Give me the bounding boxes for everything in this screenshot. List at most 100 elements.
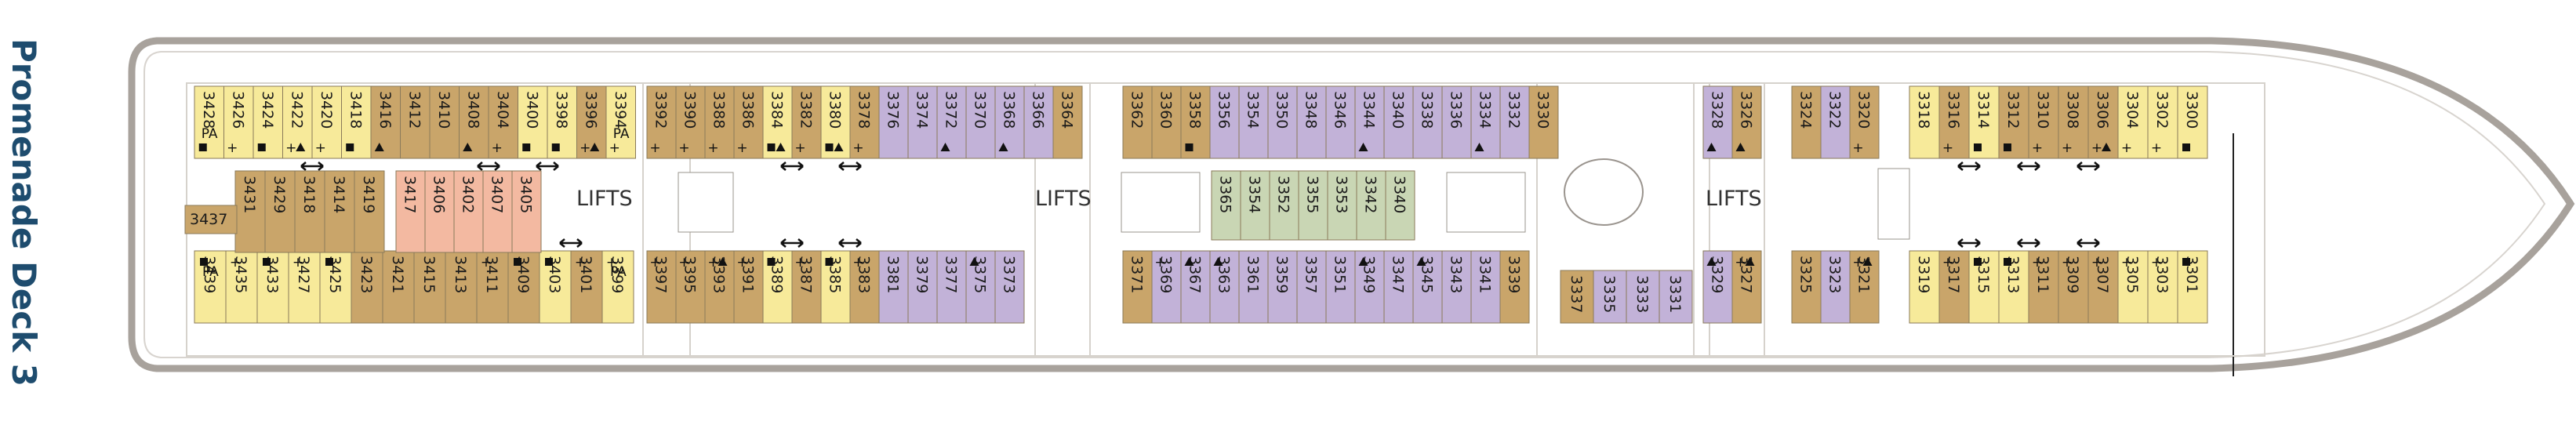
cabin-3332[interactable]: 3332 bbox=[1499, 85, 1530, 159]
cabin-3394[interactable]: 3394+PA bbox=[605, 85, 636, 159]
cabin-3322[interactable]: 3322 bbox=[1820, 85, 1851, 159]
cabin-3377[interactable]: 3377 bbox=[936, 250, 967, 324]
cabin-3437[interactable]: 3437 bbox=[184, 205, 238, 234]
cabin-3372[interactable]: 3372 bbox=[936, 85, 967, 159]
cabin-3395[interactable]: 3395+ bbox=[675, 250, 706, 324]
cabin-3359[interactable]: 3359 bbox=[1267, 250, 1298, 324]
cabin-3330[interactable]: 3330 bbox=[1528, 85, 1559, 159]
cabin-3362[interactable]: 3362 bbox=[1122, 85, 1153, 159]
cabin-3421[interactable]: 3421 bbox=[382, 250, 415, 324]
cabin-3417[interactable]: 3417 bbox=[395, 170, 426, 253]
cabin-3393[interactable]: 3393+ bbox=[704, 250, 735, 324]
cabin-3354[interactable]: 3354 bbox=[1240, 170, 1270, 241]
cabin-3321[interactable]: 3321+ bbox=[1849, 250, 1880, 324]
cabin-3356[interactable]: 3356 bbox=[1209, 85, 1240, 159]
cabin-3346[interactable]: 3346 bbox=[1325, 85, 1356, 159]
cabin-3360[interactable]: 3360 bbox=[1151, 85, 1182, 159]
cabin-3317[interactable]: 3317+ bbox=[1938, 238, 1981, 324]
cabin-3370[interactable]: 3370 bbox=[965, 85, 996, 159]
cabin-3305[interactable]: 3305+ bbox=[2117, 250, 2149, 324]
cabin-3410[interactable]: 3410 bbox=[429, 85, 460, 159]
cabin-3316[interactable]: 3316+ bbox=[1938, 85, 1981, 171]
cabin-3306[interactable]: 3306+ bbox=[2087, 85, 2119, 159]
cabin-3425[interactable]: 3425 bbox=[319, 250, 352, 324]
cabin-3315[interactable]: 3315 bbox=[1968, 250, 2000, 324]
cabin-3412[interactable]: 3412 bbox=[400, 85, 431, 159]
cabin-3381[interactable]: 3381 bbox=[878, 250, 909, 324]
cabin-3350[interactable]: 3350 bbox=[1267, 85, 1298, 159]
cabin-3325[interactable]: 3325 bbox=[1791, 250, 1822, 324]
cabin-3319[interactable]: 3319 bbox=[1909, 250, 1940, 324]
cabin-3334[interactable]: 3334 bbox=[1470, 85, 1501, 159]
cabin-3313[interactable]: 3313 bbox=[1998, 238, 2040, 324]
cabin-3367[interactable]: 3367 bbox=[1180, 250, 1211, 324]
cabin-3300[interactable]: 3300 bbox=[2177, 85, 2208, 159]
cabin-3402[interactable]: 3402 bbox=[453, 170, 484, 253]
cabin-3409[interactable]: 3409 bbox=[507, 250, 540, 324]
cabin-3418[interactable]: 3418 bbox=[294, 170, 325, 253]
cabin-3337[interactable]: 3337 bbox=[1560, 270, 1594, 324]
cabin-3331[interactable]: 3331 bbox=[1659, 270, 1693, 324]
cabin-3429[interactable]: 3429 bbox=[264, 170, 296, 253]
cabin-3422[interactable]: 3422+ bbox=[282, 85, 324, 171]
cabin-3404[interactable]: 3404+ bbox=[488, 85, 518, 159]
cabin-3375[interactable]: 3375 bbox=[965, 250, 996, 324]
cabin-3304[interactable]: 3304+ bbox=[2117, 85, 2149, 159]
cabin-3310[interactable]: 3310+ bbox=[2028, 85, 2059, 159]
cabin-3344[interactable]: 3344 bbox=[1354, 85, 1385, 159]
cabin-3311[interactable]: 3311+ bbox=[2028, 250, 2059, 324]
cabin-3357[interactable]: 3357 bbox=[1296, 250, 1327, 324]
cabin-3351[interactable]: 3351 bbox=[1325, 250, 1356, 324]
cabin-3326[interactable]: 3326 bbox=[1731, 85, 1762, 159]
cabin-3363[interactable]: 3363 bbox=[1209, 250, 1240, 324]
cabin-3405[interactable]: 3405 bbox=[511, 170, 542, 253]
cabin-3345[interactable]: 3345 bbox=[1412, 250, 1443, 324]
cabin-3349[interactable]: 3349 bbox=[1354, 250, 1385, 324]
cabin-3426[interactable]: 3426+ bbox=[223, 85, 254, 159]
cabin-3419[interactable]: 3419 bbox=[354, 170, 385, 253]
cabin-3354[interactable]: 3354 bbox=[1238, 85, 1269, 159]
cabin-3374[interactable]: 3374 bbox=[907, 85, 938, 159]
cabin-3361[interactable]: 3361 bbox=[1238, 250, 1269, 324]
cabin-3329[interactable]: 3329 bbox=[1702, 250, 1733, 324]
cabin-3431[interactable]: 3431 bbox=[234, 170, 266, 253]
cabin-3309[interactable]: 3309+ bbox=[2058, 238, 2100, 324]
cabin-3384[interactable]: 3384 bbox=[762, 85, 804, 171]
cabin-3355[interactable]: 3355 bbox=[1298, 170, 1328, 241]
cabin-3399[interactable]: 3399+PA bbox=[601, 250, 634, 324]
cabin-3333[interactable]: 3333 bbox=[1626, 270, 1660, 324]
cabin-3392[interactable]: 3392+ bbox=[646, 85, 677, 159]
cabin-3366[interactable]: 3366 bbox=[1023, 85, 1054, 159]
cabin-3418[interactable]: 3418 bbox=[341, 85, 372, 159]
cabin-3396[interactable]: 3396+ bbox=[576, 85, 607, 159]
cabin-3320[interactable]: 3320+ bbox=[1849, 85, 1880, 159]
cabin-3407[interactable]: 3407 bbox=[482, 170, 513, 253]
cabin-3386[interactable]: 3386+ bbox=[733, 85, 764, 159]
cabin-3302[interactable]: 3302+ bbox=[2147, 85, 2178, 159]
cabin-3301[interactable]: 3301 bbox=[2177, 250, 2208, 324]
cabin-3378[interactable]: 3378+ bbox=[849, 85, 880, 159]
cabin-3336[interactable]: 3336 bbox=[1441, 85, 1472, 159]
cabin-3424[interactable]: 3424 bbox=[253, 85, 283, 159]
cabin-3416[interactable]: 3416 bbox=[370, 85, 401, 159]
cabin-3328[interactable]: 3328 bbox=[1702, 85, 1733, 159]
cabin-3339[interactable]: 3339 bbox=[1499, 250, 1530, 324]
cabin-3335[interactable]: 3335 bbox=[1593, 270, 1627, 324]
cabin-3365[interactable]: 3365 bbox=[1211, 170, 1241, 241]
cabin-3340[interactable]: 3340 bbox=[1385, 170, 1415, 241]
cabin-3406[interactable]: 3406 bbox=[424, 170, 455, 253]
cabin-3338[interactable]: 3338 bbox=[1412, 85, 1443, 159]
cabin-3383[interactable]: 3383+ bbox=[849, 250, 880, 324]
cabin-3343[interactable]: 3343 bbox=[1441, 250, 1472, 324]
cabin-3420[interactable]: 3420+ bbox=[311, 85, 342, 159]
cabin-3379[interactable]: 3379 bbox=[907, 250, 938, 324]
cabin-3312[interactable]: 3312 bbox=[1998, 85, 2040, 171]
cabin-3369[interactable]: 3369+ bbox=[1151, 250, 1182, 324]
cabin-3371[interactable]: 3371 bbox=[1122, 250, 1153, 324]
cabin-3353[interactable]: 3353 bbox=[1327, 170, 1357, 241]
cabin-3318[interactable]: 3318 bbox=[1909, 85, 1940, 159]
cabin-3303[interactable]: 3303+ bbox=[2147, 250, 2178, 324]
cabin-3413[interactable]: 3413 bbox=[445, 250, 478, 324]
cabin-3388[interactable]: 3388+ bbox=[704, 85, 735, 159]
